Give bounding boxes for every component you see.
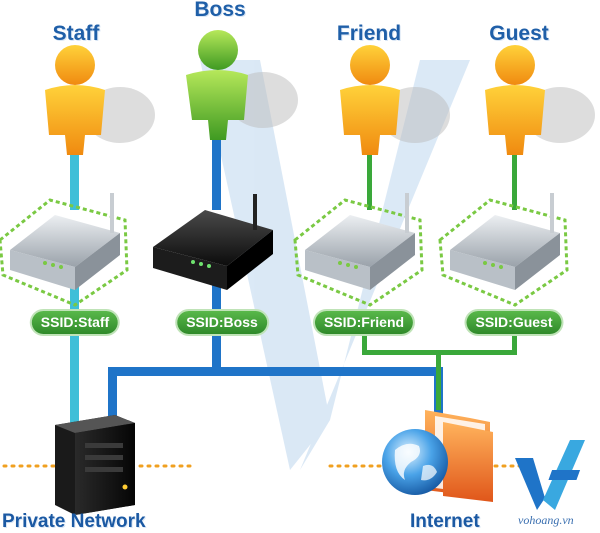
ap-boss-icon [153, 194, 273, 290]
watermark-text: vohoang.vn [518, 513, 574, 527]
user-label-staff: Staff [52, 22, 100, 45]
internet-label: Internet [410, 511, 480, 532]
user-staff-icon [45, 45, 155, 155]
ssid-badge-friend: SSID:Friend [314, 311, 414, 334]
ap-friend-icon [293, 193, 424, 307]
user-label-friend: Friend [336, 22, 402, 45]
user-label-boss: Boss [194, 0, 246, 21]
private-network-label: Private Network [2, 511, 146, 532]
ssid-badge-staff: SSID:Staff [31, 311, 119, 334]
ssid-badge-guest: SSID:Guest [466, 311, 562, 334]
user-boss-icon [186, 30, 298, 140]
ap-staff-icon [0, 193, 129, 307]
globe-icon [382, 429, 448, 495]
ssid-badge-boss: SSID:Boss [177, 311, 267, 334]
user-guest-icon [485, 45, 595, 155]
user-links [70, 140, 517, 210]
vohoang-logo-mark [515, 440, 585, 510]
user-label-guest: Guest [489, 22, 549, 45]
user-friend-icon [340, 45, 450, 155]
ap-guest-icon [438, 193, 569, 307]
server-icon [55, 415, 135, 515]
